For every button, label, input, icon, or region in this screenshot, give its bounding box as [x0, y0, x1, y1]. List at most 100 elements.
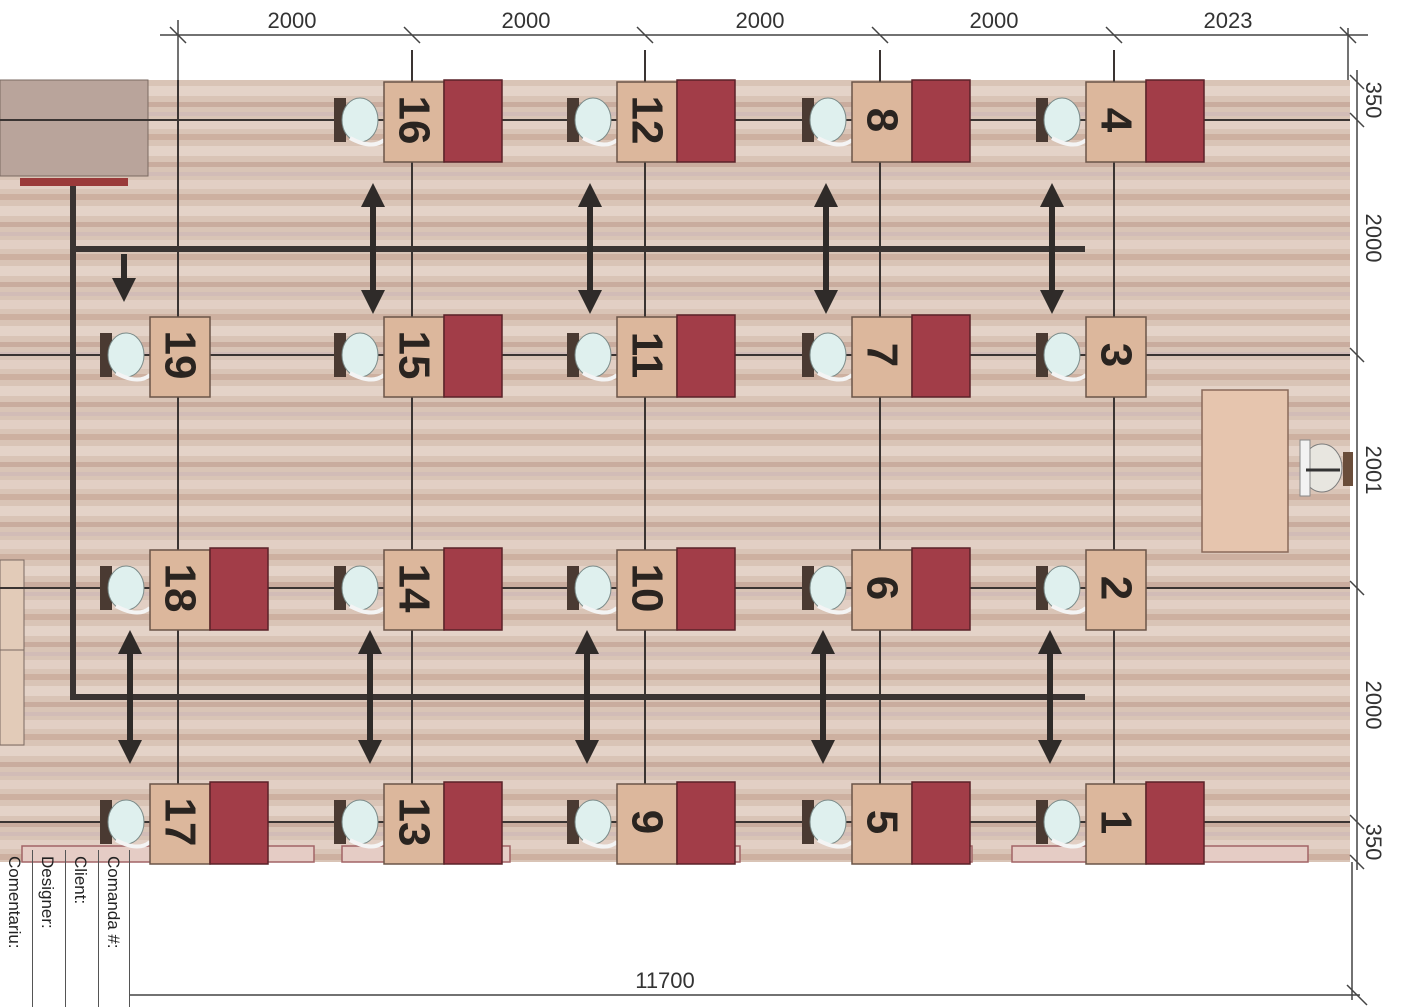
- cabinet-12: [676, 79, 736, 163]
- teacher-figure: [1299, 439, 1353, 497]
- chair-11: [567, 333, 579, 377]
- cabinet-6: [911, 547, 971, 631]
- desk-10: 10: [567, 547, 736, 631]
- student-8: [809, 97, 847, 143]
- comment-label: Comentariu:: [5, 856, 24, 949]
- desk-top-5: [851, 783, 913, 865]
- desk-9: 9: [567, 781, 736, 865]
- desk-14: 14: [334, 547, 503, 631]
- desk-6: 6: [802, 547, 971, 631]
- student-17: [107, 799, 145, 845]
- student-16: [341, 97, 379, 143]
- desk-8: 8: [802, 79, 971, 163]
- desk-1: 1: [1036, 781, 1205, 865]
- desk-number-14: 14: [390, 564, 439, 613]
- desk-number-1: 1: [1092, 810, 1141, 834]
- cabinet-4: [1145, 79, 1205, 163]
- chair-2: [1036, 566, 1048, 610]
- desk-number-3: 3: [1092, 343, 1141, 367]
- dim-top-1: 2000: [268, 8, 317, 33]
- cabinet-14: [443, 547, 503, 631]
- left-wall-block: [0, 79, 149, 177]
- desk-top-3: [1085, 316, 1147, 398]
- order-label: Comanda #:: [104, 856, 123, 949]
- desk-number-18: 18: [156, 564, 205, 613]
- chair-6: [802, 566, 814, 610]
- desk-18: 18: [100, 547, 269, 631]
- dim-top-2: 2000: [502, 8, 551, 33]
- desk-number-15: 15: [390, 331, 439, 380]
- top-dimension-line: [160, 20, 1368, 80]
- order-field: Comanda #:: [99, 850, 130, 1007]
- desk-number-19: 19: [156, 331, 205, 380]
- student-7: [809, 332, 847, 378]
- dim-right-1: 350: [1361, 82, 1386, 119]
- desk-top-6: [851, 549, 913, 631]
- desk-top-18: [149, 549, 211, 631]
- chair-16: [334, 98, 346, 142]
- student-12: [574, 97, 612, 143]
- client-label: Client:: [71, 856, 90, 905]
- cabinet-13: [443, 781, 503, 865]
- chair-9: [567, 800, 579, 844]
- right-dimension-line: [1349, 70, 1365, 870]
- cabinet-5: [911, 781, 971, 865]
- desk-7: 7: [802, 314, 971, 398]
- desk-number-13: 13: [390, 798, 439, 847]
- desk-3: 3: [1036, 316, 1147, 398]
- desk-top-9: [616, 783, 678, 865]
- student-9: [574, 799, 612, 845]
- cabinet-10: [676, 547, 736, 631]
- comment-field: Comentariu:: [0, 850, 33, 1007]
- dim-right-3: 2001: [1361, 446, 1386, 495]
- desk-top-8: [851, 81, 913, 163]
- cabinet-8: [911, 79, 971, 163]
- student-1: [1043, 799, 1081, 845]
- left-wall-shelf: [20, 178, 128, 186]
- client-field: Client:: [66, 850, 99, 1007]
- chair-15: [334, 333, 346, 377]
- cabinet-18: [209, 547, 269, 631]
- desk-4: 4: [1036, 79, 1205, 163]
- chair-4: [1036, 98, 1048, 142]
- cabinet-1: [1145, 781, 1205, 865]
- student-6: [809, 565, 847, 611]
- cabinet-11: [676, 314, 736, 398]
- teacher-desk: [1201, 389, 1289, 553]
- desk-19: 19: [100, 316, 211, 398]
- chair-10: [567, 566, 579, 610]
- desk-number-10: 10: [623, 564, 672, 613]
- desk-number-7: 7: [858, 343, 907, 367]
- desk-top-11: [616, 316, 678, 398]
- student-15: [341, 332, 379, 378]
- chair-19: [100, 333, 112, 377]
- desk-number-12: 12: [623, 96, 672, 145]
- chair-12: [567, 98, 579, 142]
- desk-11: 11: [567, 314, 736, 398]
- desk-number-11: 11: [623, 332, 672, 379]
- desk-top-19: [149, 316, 211, 398]
- desk-top-7: [851, 316, 913, 398]
- chair-17: [100, 800, 112, 844]
- desk-top-13: [383, 783, 445, 865]
- dim-bottom-total: 11700: [635, 968, 695, 993]
- student-11: [574, 332, 612, 378]
- student-5: [809, 799, 847, 845]
- chair-14: [334, 566, 346, 610]
- title-block: Comentariu: Designer: Client: Comanda #:: [0, 850, 130, 1007]
- column-lines: [177, 50, 1115, 862]
- dim-right-4: 2000: [1361, 681, 1386, 730]
- student-4: [1043, 97, 1081, 143]
- bottom-dimension-line: [130, 862, 1368, 1006]
- desk-number-2: 2: [1092, 576, 1141, 600]
- desk-number-4: 4: [1092, 108, 1141, 133]
- desk-2: 2: [1036, 549, 1147, 631]
- student-2: [1043, 565, 1081, 611]
- student-14: [341, 565, 379, 611]
- student-18: [107, 565, 145, 611]
- desk-number-6: 6: [858, 576, 907, 600]
- dim-right-2: 2000: [1361, 214, 1386, 263]
- student-3: [1043, 332, 1081, 378]
